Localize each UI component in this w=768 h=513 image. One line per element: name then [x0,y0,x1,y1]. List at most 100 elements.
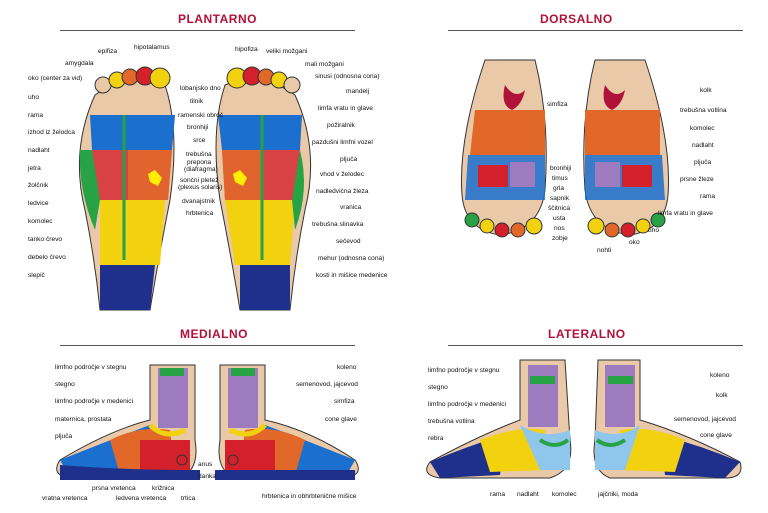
label-uho: uho [28,94,40,101]
label-diafragma: (diafragma) [184,166,218,173]
label-soncni-pletez: sončni pletež [180,177,219,184]
label-simfiza-m: simfiza [334,398,355,405]
medial-right-foot [215,364,359,480]
label-ledvena-vretenca: ledvena vretenca [116,495,167,502]
label-oko-center: oko (center za vid) [28,75,83,82]
label-usta: usta [553,215,566,222]
label-hrbtenica-misice: hrbtenica in obhrbtenične mišice [262,493,357,500]
label-hipotalamus: hipotalamus [134,44,170,51]
label-rama-l: rama [490,491,506,498]
label-simfiza: simfiza [547,101,568,108]
label-kolk-l: kolk [716,392,728,399]
label-nos: nos [554,225,565,232]
label-hrbtenica: hrbtenica [186,210,214,217]
label-prepona: prepona [187,159,212,166]
label-anus: anus [198,461,213,468]
label-uho-d: uho [648,227,660,234]
label-pljuca: pljuča [340,156,358,163]
label-secevod: sečevod [336,238,361,245]
label-pazdusni-vozel: pazdušni limfni vozel [312,139,373,146]
label-komolec-l: komolec [552,491,577,498]
label-tilnik: tilnik [190,98,204,105]
label-nohti: nohti [597,247,612,254]
label-nadledvicna: nadledvična žleza [316,188,369,195]
label-stegno-l: stegno [428,384,448,391]
label-vratna-vretenca: vratna vretenca [42,495,88,502]
medialno-rule [60,345,355,346]
label-komolec-d: komolec [690,125,715,132]
label-poziralnik: požiralnik [327,122,355,129]
label-cone-glave-l: cone glave [700,432,732,439]
label-limfa-vratu: limfa vratu in glave [318,105,373,112]
label-limfa-vratu-d: limfa vratu in glave [658,210,713,217]
label-timus: timus [552,175,568,182]
label-prsne-zleze: prsne žleze [680,176,714,183]
label-slepic: slepič [28,272,45,279]
label-koleno-l: koleno [710,372,730,379]
label-nadlaht: nadlaht [28,147,50,154]
label-rama: rama [28,112,44,119]
label-jetra: jetra [28,165,41,172]
label-limfno-medenica-l: limfno področje v medenici [428,401,507,408]
dorsal-left-foot [461,59,547,238]
label-stegno-m: stegno [55,381,75,388]
label-limfno-medenica-m: limfno področje v medenici [55,398,134,405]
label-trebusna-votlina-l: trebušna votlina [428,418,475,425]
label-vranica: vranica [340,204,362,211]
label-oko-d: oko [629,239,640,246]
label-rama-d: rama [700,193,716,200]
label-tanko-crevo: tanko črevo [28,236,63,243]
medialno-title: MEDIALNO [180,327,248,341]
label-rebra: rebra [428,435,444,442]
label-epifiza: epifiza [98,48,118,55]
label-mali-mozgani: mali možgani [305,61,344,68]
label-bronhiji: bronhiji [187,124,209,131]
label-dvanajstnik: dvanajstnik [182,198,215,205]
label-plexus-solaris: (plexus solaris) [178,184,223,191]
label-scitnica: ščitnica [548,205,570,212]
label-zolcnik: žolčnik [28,182,49,189]
label-ramenski-obroc: ramenski obroč [178,112,224,119]
lateral-left-foot [426,359,572,479]
label-jajcniki-moda: jajčniki, moda [598,491,638,498]
plantar-left-foot [78,66,175,311]
label-limfno-stegno-m: limfno področje v stegnu [55,364,127,371]
label-amygdala: amygdala [65,60,94,67]
label-ledvice: ledvice [28,200,49,207]
label-pljuca-m: pljuča [55,433,73,440]
dorsal-right-foot [583,59,669,238]
label-sapnik: sapnik [550,195,570,202]
medial-left-foot [56,364,200,480]
plantarno-rule [60,30,355,31]
label-nadlaht-l: nadlaht [517,491,539,498]
label-semenovod-l: semenovod, jajcevod [674,416,736,423]
label-koleno-m: koleno [337,364,357,371]
label-trebusna-slinavka: trebušna slinavka [312,221,364,228]
dorsalno-title: DORSALNO [540,12,613,26]
label-trtica: trtica [181,495,196,502]
label-trebusna: trebušna [186,151,212,158]
label-kosti-misice: kosti in mišice medenice [316,272,388,279]
label-grla: grla [553,185,564,192]
label-sinusi: sinusi (odnosna cona) [315,73,380,80]
label-komolec: komolec [28,218,53,225]
label-kolk-d: kolk [700,87,712,94]
label-lobanjsko-dno: lobanjsko dno [180,85,221,92]
label-limfno-stegno-l: limfno področje v stegnu [428,367,500,374]
label-cone-glave-m: cone glave [325,416,357,423]
lateralno-title: LATERALNO [548,327,626,341]
label-mehur: mehur (odnosna cona) [318,255,385,262]
label-nadlaht-d: nadlaht [692,142,714,149]
plantar-right-foot [215,66,312,311]
dorsalno-rule [448,30,743,31]
plantarno-title: PLANTARNO [178,12,257,26]
label-bronhiji-d: bronhiji [550,165,572,172]
label-vhod-v-zelodec: vhod v želodec [320,171,364,178]
label-zobje: zobje [552,235,568,242]
lateralno-rule [448,345,743,346]
label-hipofiza: hipofiza [235,46,258,53]
label-pljuca-d: pljuča [694,159,712,166]
label-semenovod-m: semenovod, jajcevod [296,381,358,388]
label-maternica-prostata: maternica, prostata [55,416,112,423]
